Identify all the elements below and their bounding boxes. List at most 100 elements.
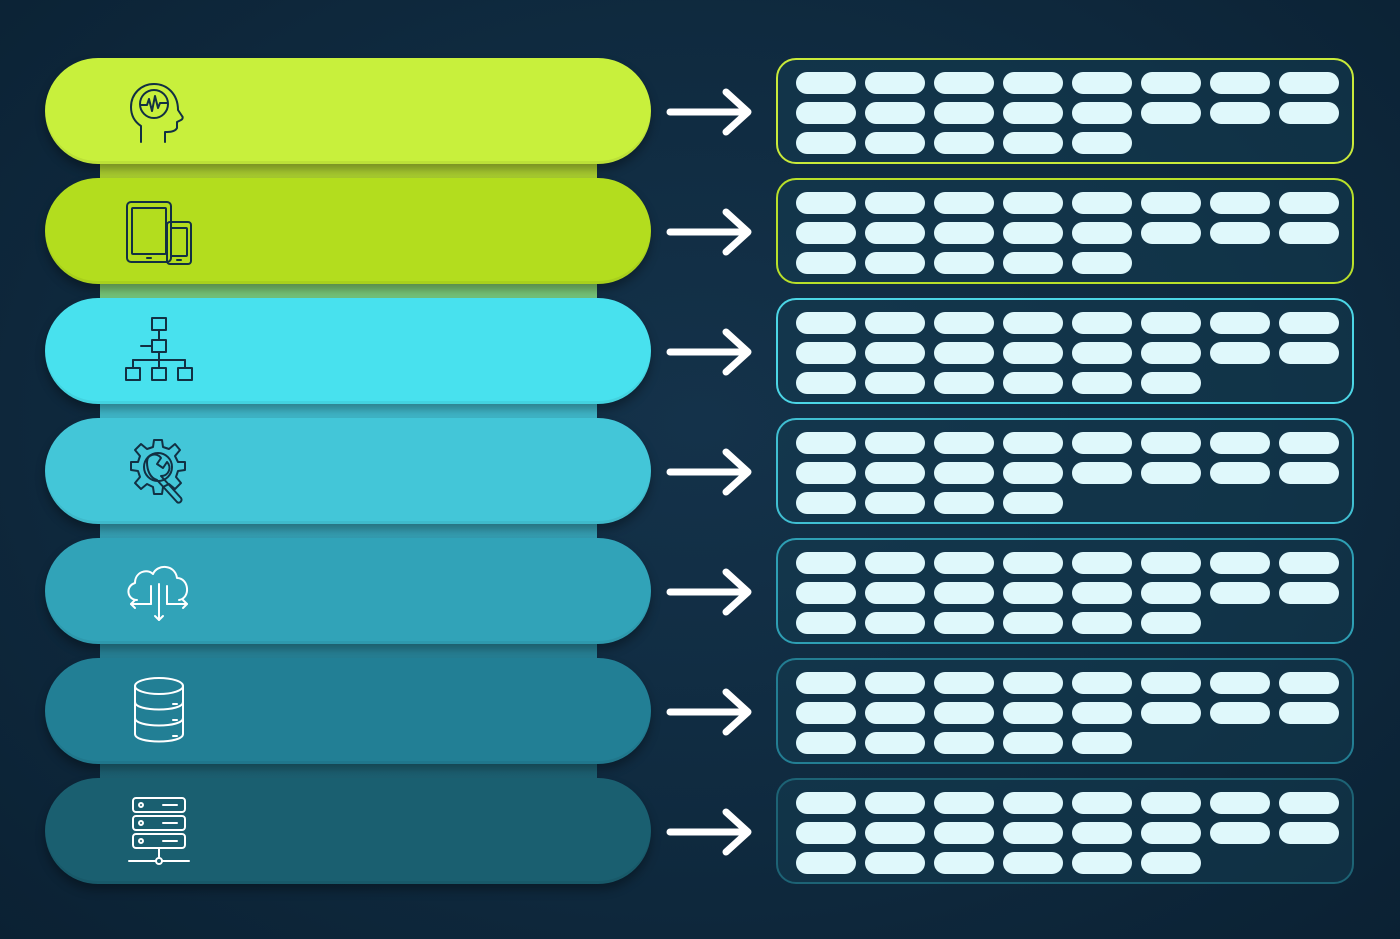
- server-network-icon: [117, 792, 201, 872]
- placeholder-chip: [1279, 72, 1339, 94]
- placeholder-chip: [1279, 582, 1339, 604]
- placeholder-chip: [1141, 552, 1201, 574]
- placeholder-chip: [1003, 72, 1063, 94]
- placeholder-chip: [1003, 732, 1063, 754]
- placeholder-chip: [1072, 252, 1132, 274]
- placeholder-chip: [934, 492, 994, 514]
- right-arrow-icon: [664, 204, 756, 260]
- detail-panel: [776, 778, 1354, 884]
- placeholder-chip: [796, 552, 856, 574]
- placeholder-chip: [1279, 462, 1339, 484]
- placeholder-chip: [796, 792, 856, 814]
- placeholder-chip: [934, 612, 994, 634]
- placeholder-chip: [1072, 72, 1132, 94]
- placeholder-chip: [1210, 582, 1270, 604]
- placeholder-chip: [934, 72, 994, 94]
- placeholder-chip: [1279, 312, 1339, 334]
- placeholder-chip: [1141, 702, 1201, 724]
- placeholder-chip: [1072, 852, 1132, 874]
- placeholder-chip: [865, 342, 925, 364]
- placeholder-chip: [1210, 342, 1270, 364]
- placeholder-chip: [1210, 192, 1270, 214]
- placeholder-chip: [796, 582, 856, 604]
- placeholder-chip: [1141, 582, 1201, 604]
- placeholder-chip: [1141, 222, 1201, 244]
- placeholder-chip: [865, 102, 925, 124]
- placeholder-chip: [865, 192, 925, 214]
- placeholder-chip: [1072, 792, 1132, 814]
- placeholder-chip: [865, 72, 925, 94]
- brain-icon: [117, 72, 201, 152]
- placeholder-chip: [865, 852, 925, 874]
- placeholder-chip: [865, 372, 925, 394]
- step-pill: [45, 298, 651, 404]
- placeholder-chip: [1003, 792, 1063, 814]
- placeholder-chip: [1072, 702, 1132, 724]
- hierarchy-icon: [117, 312, 201, 392]
- placeholder-chip: [1210, 222, 1270, 244]
- placeholder-chip: [1141, 612, 1201, 634]
- step-pill: [45, 178, 651, 284]
- placeholder-chip: [1141, 312, 1201, 334]
- right-arrow-icon: [664, 84, 756, 140]
- placeholder-chip: [865, 822, 925, 844]
- placeholder-chip: [1072, 432, 1132, 454]
- database-icon: [117, 672, 201, 752]
- placeholder-chip: [934, 822, 994, 844]
- placeholder-chip: [865, 252, 925, 274]
- placeholder-chip: [796, 132, 856, 154]
- placeholder-chip: [1210, 462, 1270, 484]
- detail-panel: [776, 658, 1354, 764]
- placeholder-chip: [934, 792, 994, 814]
- process-row: [0, 418, 1400, 528]
- cloud-transfer-icon: [117, 552, 201, 632]
- placeholder-chip: [934, 432, 994, 454]
- process-row: [0, 778, 1400, 888]
- placeholder-chip: [1072, 222, 1132, 244]
- placeholder-chip: [796, 672, 856, 694]
- placeholder-chip: [1003, 132, 1063, 154]
- placeholder-chip: [1003, 492, 1063, 514]
- placeholder-chip: [934, 852, 994, 874]
- placeholder-chip: [934, 462, 994, 484]
- right-arrow-icon: [664, 684, 756, 740]
- placeholder-chip: [1072, 612, 1132, 634]
- placeholder-chip: [1003, 582, 1063, 604]
- step-pill: [45, 658, 651, 764]
- placeholder-chip: [1003, 612, 1063, 634]
- placeholder-chip: [1279, 822, 1339, 844]
- detail-panel: [776, 58, 1354, 164]
- placeholder-chip: [1210, 702, 1270, 724]
- placeholder-chip: [865, 312, 925, 334]
- placeholder-chip: [1279, 222, 1339, 244]
- placeholder-chip: [1141, 462, 1201, 484]
- placeholder-chip: [865, 792, 925, 814]
- placeholder-chip: [865, 582, 925, 604]
- placeholder-chip: [1072, 552, 1132, 574]
- placeholder-chip: [1210, 432, 1270, 454]
- placeholder-chip: [796, 72, 856, 94]
- placeholder-chip: [1141, 192, 1201, 214]
- placeholder-chip: [1003, 312, 1063, 334]
- step-pill: [45, 418, 651, 524]
- placeholder-chip: [796, 312, 856, 334]
- placeholder-chip: [796, 732, 856, 754]
- placeholder-chip: [1141, 822, 1201, 844]
- placeholder-chip: [865, 702, 925, 724]
- placeholder-chip: [1141, 102, 1201, 124]
- placeholder-chip: [796, 702, 856, 724]
- placeholder-chip: [934, 372, 994, 394]
- step-pill: [45, 538, 651, 644]
- placeholder-chip: [1003, 222, 1063, 244]
- placeholder-chip: [865, 672, 925, 694]
- placeholder-chip: [865, 552, 925, 574]
- placeholder-chip: [934, 582, 994, 604]
- placeholder-chip: [796, 192, 856, 214]
- placeholder-chip: [1279, 702, 1339, 724]
- placeholder-chip: [796, 342, 856, 364]
- step-pill: [45, 778, 651, 884]
- placeholder-chip: [1141, 342, 1201, 364]
- placeholder-chip: [1279, 432, 1339, 454]
- placeholder-chip: [796, 102, 856, 124]
